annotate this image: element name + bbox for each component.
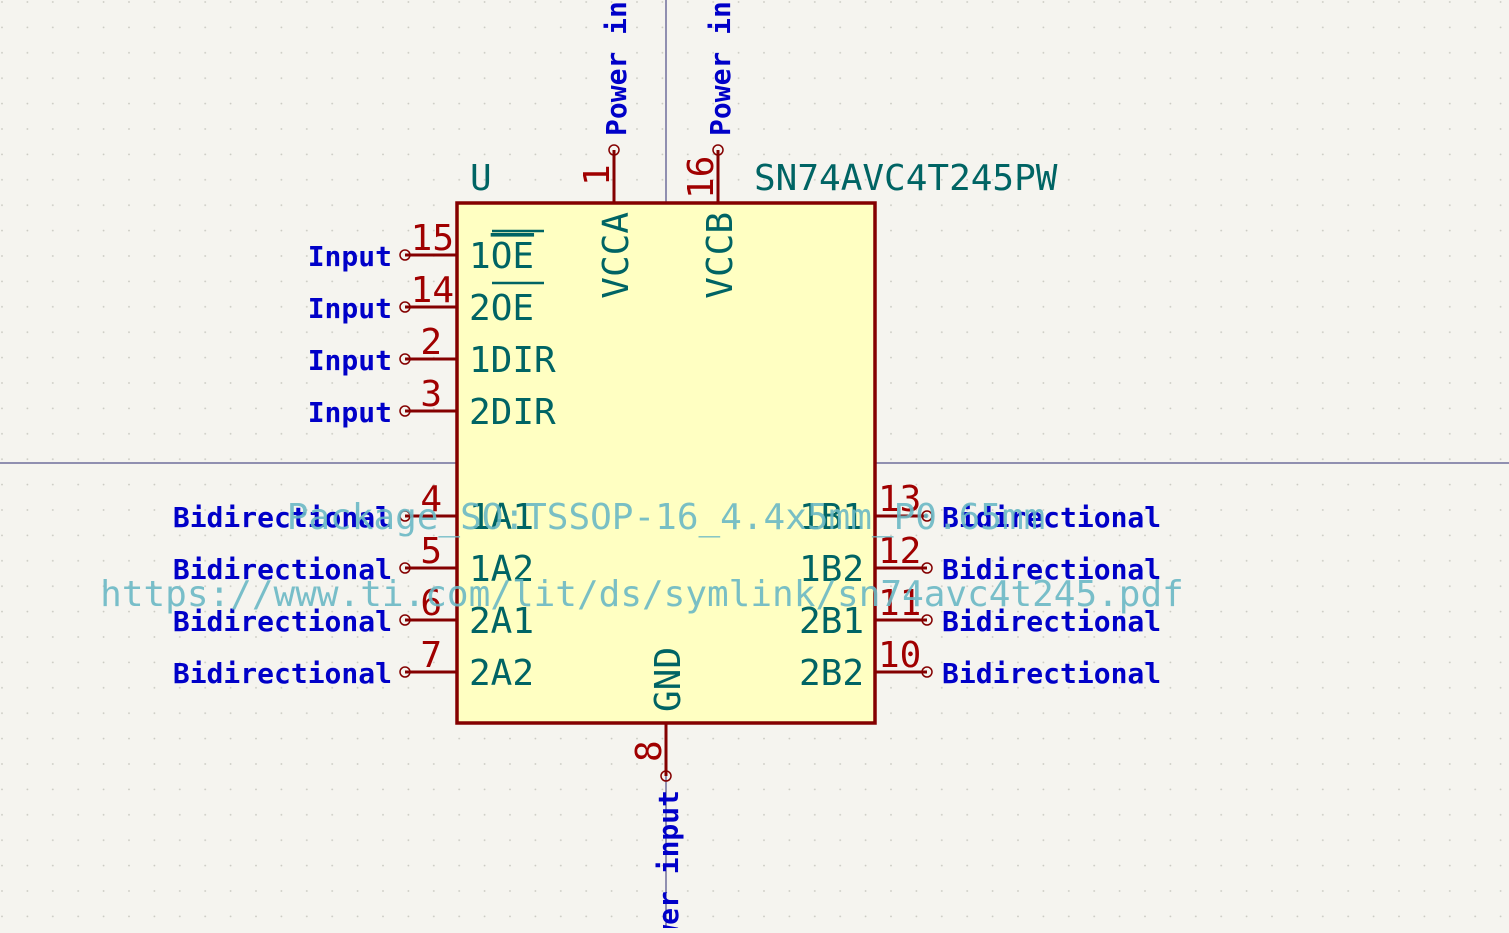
pin-7-name: 2A2 (469, 653, 534, 694)
pin-14-number: 14 (411, 270, 454, 311)
pin-15-name: 1OE (469, 236, 534, 277)
pin-8-name: GND (648, 647, 689, 712)
pin-16-type: Power input (704, 0, 737, 136)
reference-field[interactable]: U (470, 158, 492, 199)
pin-15-endpoint (399, 249, 411, 261)
pin-13-type: Bidirectional (942, 501, 1161, 534)
pin-12[interactable]: 12 Bidirectional 1B2 (799, 531, 1161, 590)
pin-6-number: 6 (420, 583, 442, 624)
pin-4[interactable]: 4 Bidirectional 1A1 (173, 479, 534, 538)
pin-3-type: Input (308, 396, 392, 429)
pin-14[interactable]: 14 Input 2OE (308, 270, 544, 329)
pin-3[interactable]: 3 Input 2DIR (308, 374, 556, 433)
pin-10-name: 2B2 (799, 653, 864, 694)
pin-8[interactable]: 8 Power input GND (629, 647, 689, 933)
pin-7-number: 7 (420, 635, 442, 676)
pin-10-type: Bidirectional (942, 657, 1161, 690)
footprint-field[interactable]: Package_SO:TSSOP-16_4.4x5mm_P0.65mm (287, 497, 1046, 538)
pin-3-name: 2DIR (469, 392, 556, 433)
pin-6-name: 2A1 (469, 601, 534, 642)
pin-5[interactable]: 5 Bidirectional 1A2 (173, 531, 534, 590)
pin-15-name-prefix: 1 (469, 236, 491, 277)
pin-15-number: 15 (411, 218, 454, 259)
datasheet-field[interactable]: https://www.ti.com/lit/ds/symlink/sn74av… (100, 574, 1184, 615)
pin-8-type: Power input (652, 790, 685, 928)
pin-7-type: Bidirectional (173, 657, 392, 690)
pin-15[interactable]: 15 Input 1OE (308, 218, 544, 277)
pin-14-name: 2OE (469, 288, 534, 329)
pin-2-endpoint (399, 353, 411, 365)
pin-16-name: VCCB (700, 212, 741, 299)
pin-1-number: 1 (577, 164, 618, 186)
pin-6-endpoint (399, 614, 411, 626)
pin-4-name: 1A1 (469, 497, 534, 538)
pin-11-endpoint (921, 614, 933, 626)
pin-14-name-overbar: OE (491, 288, 534, 329)
pin-5-number: 5 (420, 531, 442, 572)
pin-2-name: 1DIR (469, 340, 556, 381)
pin-12-name: 1B2 (799, 549, 864, 590)
pin-1-endpoint (608, 144, 620, 156)
pin-2[interactable]: 2 Input 1DIR (308, 322, 556, 381)
pin-6-type: Bidirectional (173, 605, 392, 638)
pin-8-endpoint (660, 770, 672, 782)
pin-2-type: Input (308, 344, 392, 377)
pin-8-number: 8 (629, 740, 670, 762)
pin-11[interactable]: 11 Bidirectional 2B1 (799, 583, 1161, 642)
pin-13-name: 1B1 (799, 497, 864, 538)
pin-10[interactable]: 10 Bidirectional 2B2 (799, 635, 1161, 694)
pin-10-endpoint (921, 666, 933, 678)
pin-4-endpoint (399, 510, 411, 522)
value-field[interactable]: SN74AVC4T245PW (754, 158, 1058, 199)
pin-5-name: 1A2 (469, 549, 534, 590)
pin-12-endpoint (921, 562, 933, 574)
pin-2-number: 2 (420, 322, 442, 363)
pin-13-number: 13 (878, 479, 921, 520)
pin-15-name-overbar: OE (491, 236, 534, 277)
pin-3-endpoint (399, 405, 411, 417)
pin-15-type: Input (308, 240, 392, 273)
pin-7-endpoint (399, 666, 411, 678)
pin-12-number: 12 (878, 531, 921, 572)
pin-11-type: Bidirectional (942, 605, 1161, 638)
pin-7[interactable]: 7 Bidirectional 2A2 (173, 635, 534, 694)
pin-14-endpoint (399, 301, 411, 313)
pin-13-endpoint (921, 510, 933, 522)
pin-13[interactable]: 13 Bidirectional 1B1 (799, 479, 1161, 538)
pin-12-type: Bidirectional (942, 553, 1161, 586)
pin-3-number: 3 (420, 374, 442, 415)
pin-1-name: VCCA (596, 212, 637, 299)
pin-1-type: Power input (600, 0, 633, 136)
pin-16-endpoint (712, 144, 724, 156)
pin-16[interactable]: 16 Power input VCCB (681, 0, 741, 299)
pin-4-number: 4 (420, 479, 442, 520)
pin-6[interactable]: 6 Bidirectional 2A1 (173, 583, 534, 642)
symbol-body[interactable] (455, 201, 877, 725)
pin-14-type: Input (308, 292, 392, 325)
pin-5-endpoint (399, 562, 411, 574)
pin-4-type: Bidirectional (173, 501, 392, 534)
pin-5-type: Bidirectional (173, 553, 392, 586)
pin-11-name: 2B1 (799, 601, 864, 642)
pin-14-name-prefix: 2 (469, 288, 491, 329)
pin-10-number: 10 (878, 635, 921, 676)
pin-1[interactable]: 1 Power input VCCA (577, 0, 637, 299)
pin-16-number: 16 (681, 156, 722, 199)
pin-11-number: 11 (878, 583, 921, 624)
